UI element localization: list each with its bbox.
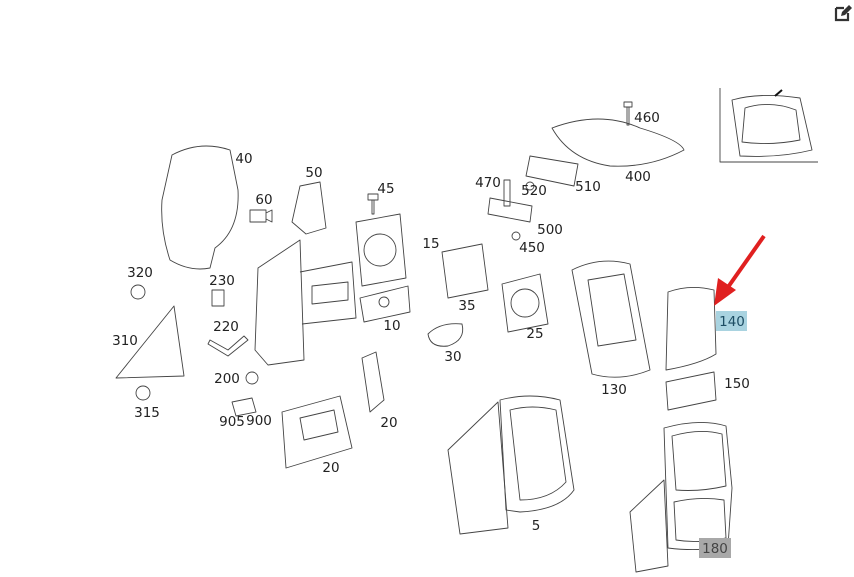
part-500-plate [487,197,533,223]
label-180-highlight [699,538,731,558]
edit-icon[interactable] [833,3,853,23]
part-arm-bracket [254,239,305,366]
label-130[interactable]: 130 [601,382,627,398]
part-20-lower [281,395,353,469]
label-20-upper[interactable]: 20 [380,415,397,431]
label-35[interactable]: 35 [458,298,475,314]
label-25[interactable]: 25 [526,326,543,342]
label-150[interactable]: 150 [724,376,750,392]
red-pointer-arrow [714,234,766,306]
label-315[interactable]: 315 [134,405,160,421]
part-470-bolt [503,179,511,207]
label-5[interactable]: 5 [532,518,541,534]
label-140[interactable]: 140 [719,314,745,330]
part-30 [427,323,464,347]
label-180[interactable]: 180 [702,541,728,557]
part-510-plate [525,155,579,187]
part-motor-frame [355,213,407,287]
label-45[interactable]: 45 [377,181,394,197]
label-900[interactable]: 900 [246,413,272,429]
label-30[interactable]: 30 [444,349,461,365]
label-510[interactable]: 510 [575,179,601,195]
label-450[interactable]: 450 [519,240,545,256]
part-460-screw [623,101,633,126]
label-310[interactable]: 310 [112,333,138,349]
part-180-mirror-assembly [629,479,669,573]
part-60-bulb [249,209,273,223]
part-400-cover [551,118,685,167]
part-315 [135,385,151,401]
part-905-900 [231,397,257,417]
label-40[interactable]: 40 [235,151,252,167]
part-40-housing-cover [161,145,239,270]
label-320[interactable]: 320 [127,265,153,281]
part-320 [130,284,146,300]
label-460[interactable]: 460 [634,110,660,126]
label-520[interactable]: 520 [521,183,547,199]
label-15[interactable]: 15 [422,236,439,252]
label-470[interactable]: 470 [475,175,501,191]
label-200[interactable]: 200 [214,371,240,387]
part-10 [359,285,411,323]
part-45-screw [367,193,379,215]
label-905[interactable]: 905 [219,414,245,430]
label-500[interactable]: 500 [537,222,563,238]
part-5-mirror-assembly [447,401,509,535]
label-10[interactable]: 10 [383,318,400,334]
label-230[interactable]: 230 [209,273,235,289]
part-25 [501,273,549,333]
part-35 [441,243,489,299]
part-230 [211,289,225,307]
part-220 [207,335,249,357]
part-310-triangle [115,305,185,379]
label-20-lower[interactable]: 20 [322,460,339,476]
part-150 [665,371,717,411]
label-60[interactable]: 60 [255,192,272,208]
label-400[interactable]: 400 [625,169,651,185]
part-130 [571,260,651,378]
label-50[interactable]: 50 [305,165,322,181]
label-220[interactable]: 220 [213,319,239,335]
part-140-mirror-glass [665,287,717,371]
part-200 [245,371,259,385]
part-20-upper [361,351,385,413]
label-140-highlight [716,311,747,331]
part-50 [291,181,327,235]
inset-vehicle-thumbnail [719,88,818,163]
